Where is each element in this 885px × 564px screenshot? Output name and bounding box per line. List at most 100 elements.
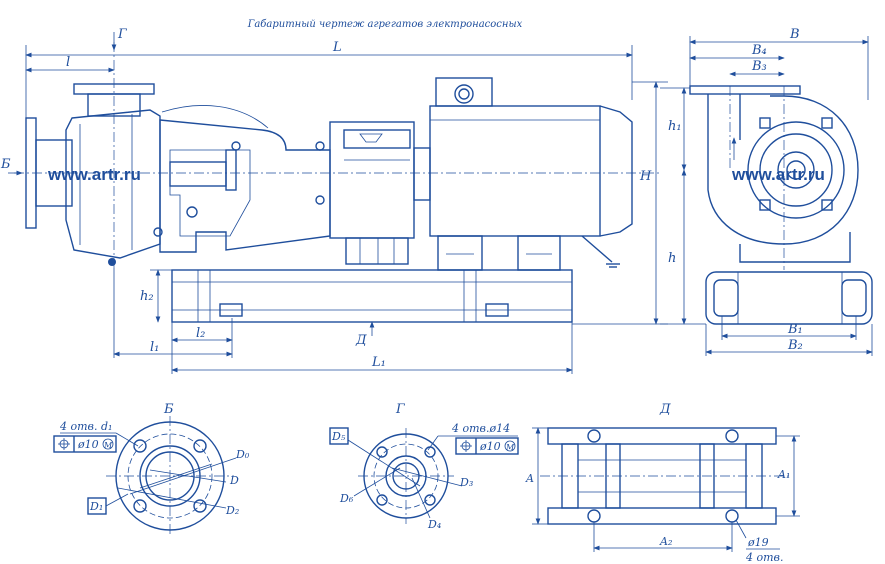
detail-b-title: Б — [163, 402, 174, 417]
watermark-right: www.artr.ru — [731, 165, 825, 184]
terminal-box — [435, 77, 493, 107]
detail-d-A2: A₂ — [659, 535, 672, 548]
bearing-bracket — [159, 119, 331, 253]
bolt — [315, 195, 325, 205]
base-top-rail — [547, 427, 777, 445]
bolt — [153, 227, 163, 237]
motor-foot — [437, 235, 483, 271]
cover-bolt — [759, 117, 771, 129]
bolt-hole — [193, 439, 207, 453]
bolt-hole — [376, 494, 388, 506]
detail-g-D5: D₅ — [331, 430, 346, 443]
detail-g-holes-note: 4 отв.ø14 — [451, 422, 510, 435]
bracket-window — [169, 149, 251, 237]
base-bottom-rail — [547, 507, 777, 525]
leader — [139, 463, 213, 489]
leader — [129, 457, 237, 495]
detail-g: Г 4 отв.ø14 ø10 M D₅ D₆ D₃ D₄ — [329, 402, 519, 531]
end-base — [705, 271, 873, 325]
detail-b: Б 4 отв. d₁ ø10 M D₀ D D₂ D₁ — [53, 402, 250, 536]
leader — [149, 469, 227, 483]
pedestal — [739, 232, 851, 263]
dim-l1-label: l₁ — [150, 340, 159, 355]
end-base-lug — [713, 279, 739, 317]
leader — [411, 477, 431, 519]
callout-box — [329, 427, 349, 445]
watermark-left: www.artr.ru — [47, 165, 141, 184]
pump-casing — [65, 109, 161, 259]
bolt-hole — [133, 499, 147, 513]
dim-l2-label: l₂ — [196, 326, 205, 341]
cover-ring — [759, 133, 833, 207]
leader — [353, 467, 401, 497]
dim-B3-label: B₃ — [751, 59, 767, 74]
dim-h2-label: h₂ — [140, 289, 154, 304]
bolt — [231, 141, 241, 151]
bolt-hole — [424, 494, 436, 506]
bolt-hole — [193, 499, 207, 513]
side-view: L l Г Б — [0, 27, 668, 374]
dim-B-label: B — [789, 27, 800, 42]
base-frame — [171, 269, 573, 323]
dim-B2-label: B₂ — [787, 338, 803, 353]
bolt — [315, 141, 325, 151]
tolerance-frame — [455, 437, 519, 455]
terminal-cap-inner — [458, 88, 470, 100]
dim-L1-label: L₁ — [371, 355, 386, 370]
modifier-circle — [102, 438, 114, 450]
view-mark-b: Б — [0, 157, 11, 172]
anchor-hole — [587, 509, 601, 523]
anchor-hole — [725, 429, 739, 443]
bracket-top-curve — [161, 105, 269, 129]
detail-b-modifier: M — [103, 441, 113, 450]
detail-d-hole-dia: ø19 — [747, 536, 769, 549]
bearing-housing — [169, 161, 227, 187]
dim-B1-label: B₁ — [787, 322, 803, 337]
guard-support — [345, 237, 409, 265]
bolt-hole — [376, 446, 388, 458]
motor-fan-cover — [599, 105, 633, 237]
casing-cover — [747, 121, 845, 219]
drain-plug — [108, 258, 116, 266]
modifier-circle — [504, 440, 516, 452]
dim-l-label: l — [66, 55, 70, 70]
cover-bolt — [821, 199, 833, 211]
detail-b-tolerance: ø10 — [77, 438, 99, 451]
motor-body — [429, 105, 601, 237]
motor-foot — [517, 235, 561, 271]
detail-b-D: D — [229, 474, 239, 487]
dim-H-label: H — [639, 169, 652, 184]
view-mark-g: Г — [117, 27, 127, 42]
bolt-hole — [133, 439, 147, 453]
detail-d-holes-note: 4 отв. — [745, 551, 783, 564]
leader — [347, 439, 421, 487]
detail-g-modifier: M — [505, 443, 515, 452]
detail-b-holes-note: 4 отв. d₁ — [59, 420, 112, 433]
tolerance-frame — [53, 435, 117, 453]
shaft-hub — [777, 151, 815, 189]
dim-B4-label: B₄ — [751, 43, 767, 58]
detail-d-title: Д — [659, 402, 671, 417]
suction-pipe — [35, 139, 73, 207]
detail-g-D6: D₆ — [339, 492, 354, 505]
ground-lead — [581, 235, 613, 263]
anchor-hole — [587, 429, 601, 443]
end-view: B B₄ B₃ h₁ h — [660, 27, 873, 356]
anchor-pad — [485, 303, 509, 317]
motor-flange — [413, 147, 431, 201]
guard-plate — [343, 129, 411, 149]
leader — [735, 519, 747, 539]
detail-b-D2: D₂ — [225, 504, 239, 517]
bolt — [186, 206, 198, 218]
anchor-pad — [219, 303, 243, 317]
shaft-end — [786, 160, 806, 180]
end-base-lug — [841, 279, 867, 317]
detail-g-D4: D₄ — [427, 518, 441, 531]
cover-bolt — [821, 117, 833, 129]
terminal-cap — [454, 84, 474, 104]
leader — [105, 493, 129, 507]
dim-L-label: L — [332, 40, 342, 55]
detail-g-D3: D₃ — [459, 476, 473, 489]
